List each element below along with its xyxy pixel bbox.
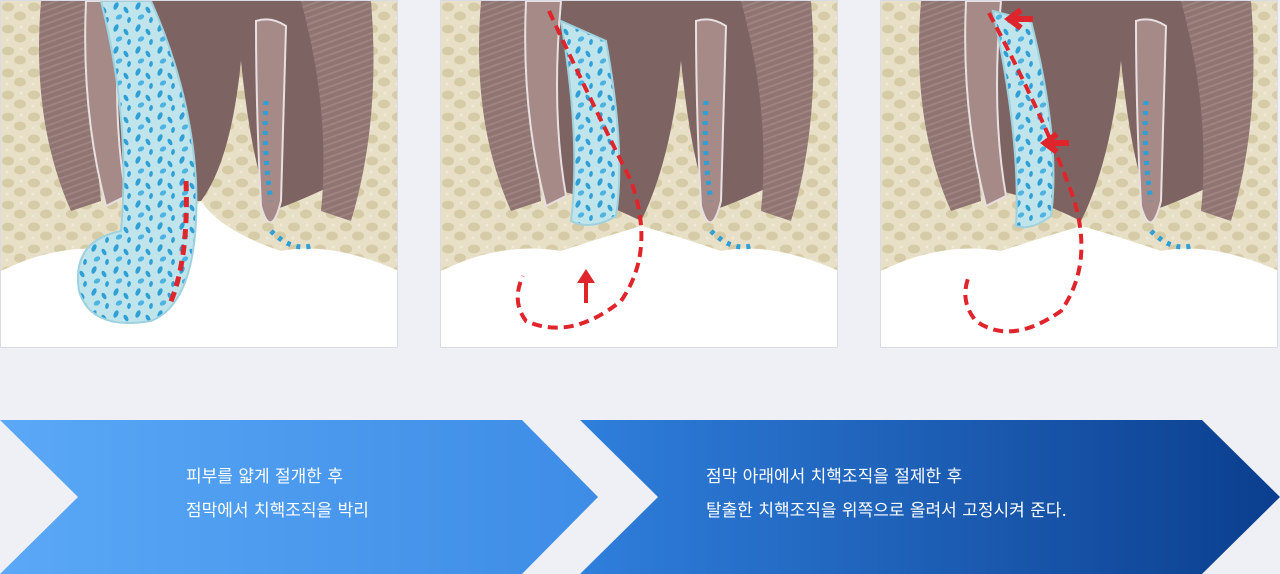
step1-description: 피부를 얇게 절개한 후 점막에서 치핵조직을 박리: [186, 460, 506, 528]
step2-description: 점막 아래에서 치핵조직을 절제한 후 탈출한 치핵조직을 위쪽으로 올려서 고…: [706, 460, 1226, 528]
step1-chevron: [0, 420, 598, 574]
anatomy-diagram-3: [881, 1, 1277, 347]
panel-step1-illustration: [0, 0, 398, 348]
step1-line1: 피부를 얇게 절개한 후: [186, 467, 343, 487]
up-arrow-icon: [577, 269, 595, 303]
panel-step2-illustration: [440, 0, 838, 348]
hemorrhoid-tissue: [76, 1, 198, 324]
left-arrow-icon: [1040, 131, 1069, 155]
incision-line: [515, 10, 644, 330]
anatomy-diagram-1: [1, 1, 397, 347]
step-banners: 피부를 얇게 절개한 후 점막에서 치핵조직을 박리 점막 아래에서 치핵조직을…: [0, 420, 1280, 574]
step2-line2: 탈출한 치핵조직을 위쪽으로 올려서 고정시켜 준다.: [706, 501, 1067, 521]
panel-step3-illustration: [880, 0, 1278, 348]
incision-line: [166, 180, 189, 308]
step1-line2: 점막에서 치핵조직을 박리: [186, 501, 369, 521]
left-arrow-icon: [1004, 7, 1033, 31]
hemorrhoid-tissue: [991, 9, 1055, 229]
step2-chevron: [580, 420, 1280, 574]
step2-line1: 점막 아래에서 치핵조직을 절제한 후: [706, 467, 963, 487]
anatomy-diagram-2: [441, 1, 837, 347]
